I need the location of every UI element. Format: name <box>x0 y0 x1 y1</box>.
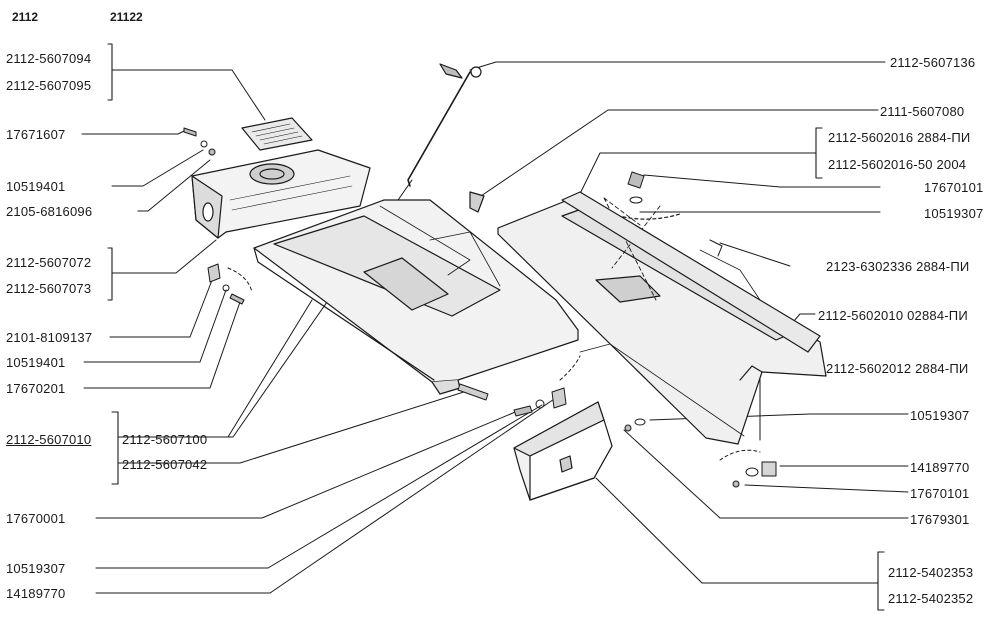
part-number-label: 2112-5602010 02884-ПИ <box>818 308 968 323</box>
part-number-label: 2112-5402352 <box>888 591 974 606</box>
storage-box <box>513 401 613 501</box>
part-number-label: 17670101 <box>910 486 970 501</box>
model-label-2112: 2112 <box>12 10 39 24</box>
part-number-label: 2112-5607073 <box>6 281 92 296</box>
part-number-label: 2112-5402353 <box>888 565 974 580</box>
part-number-label: 17671607 <box>6 127 66 142</box>
part-number-label: 2112-5602016-50 2004 <box>828 157 967 172</box>
part-number-label: 2112-5607136 <box>890 55 976 70</box>
part-number-label: 2111-5607080 <box>880 104 965 119</box>
bracket-group-left <box>107 43 119 485</box>
part-number-label-assembly: 2112-5607010 <box>6 432 92 447</box>
part-number-label: 2101-8109137 <box>6 330 93 345</box>
part-number-label: 10519307 <box>6 561 66 576</box>
part-number-label: 10519401 <box>6 355 66 370</box>
part-number-label: 2112-5607042 <box>122 457 208 472</box>
part-number-label: 10519307 <box>910 408 970 423</box>
model-label-21122: 21122 <box>110 10 143 24</box>
part-number-label: 17670201 <box>6 381 66 396</box>
part-number-label: 10519401 <box>6 179 66 194</box>
part-number-label: 2112-5602012 2884-ПИ <box>826 361 969 376</box>
part-number-label: 2112-5602016 2884-ПИ <box>828 130 971 145</box>
side-shelf-bracket <box>191 149 371 239</box>
part-number-label: 10519307 <box>924 206 984 221</box>
part-number-label: 2112-5607100 <box>122 432 208 447</box>
part-number-label: 2112-5607072 <box>6 255 92 270</box>
part-number-label: 14189770 <box>910 460 970 475</box>
part-number-label: 2112-5607095 <box>6 78 92 93</box>
part-number-label: 17670001 <box>6 511 66 526</box>
part-number-label: 2123-6302336 2884-ПИ <box>826 259 970 274</box>
part-number-label: 14189770 <box>6 586 66 601</box>
support-strut <box>407 63 482 187</box>
bolts-right <box>624 171 777 488</box>
upper-rail <box>561 191 821 353</box>
part-number-label: 2105-6816096 <box>6 204 93 219</box>
part-number-label: 2112-5607094 <box>6 51 92 66</box>
part-number-label: 17670101 <box>924 180 984 195</box>
part-number-label: 17679301 <box>910 512 970 527</box>
leader-lines-left <box>81 69 561 594</box>
center-clip <box>469 191 485 213</box>
small-fasteners-left <box>183 127 253 305</box>
push-pin <box>457 355 581 417</box>
speaker-cover-plate <box>241 117 313 151</box>
parcel-shelf-main <box>253 199 579 395</box>
